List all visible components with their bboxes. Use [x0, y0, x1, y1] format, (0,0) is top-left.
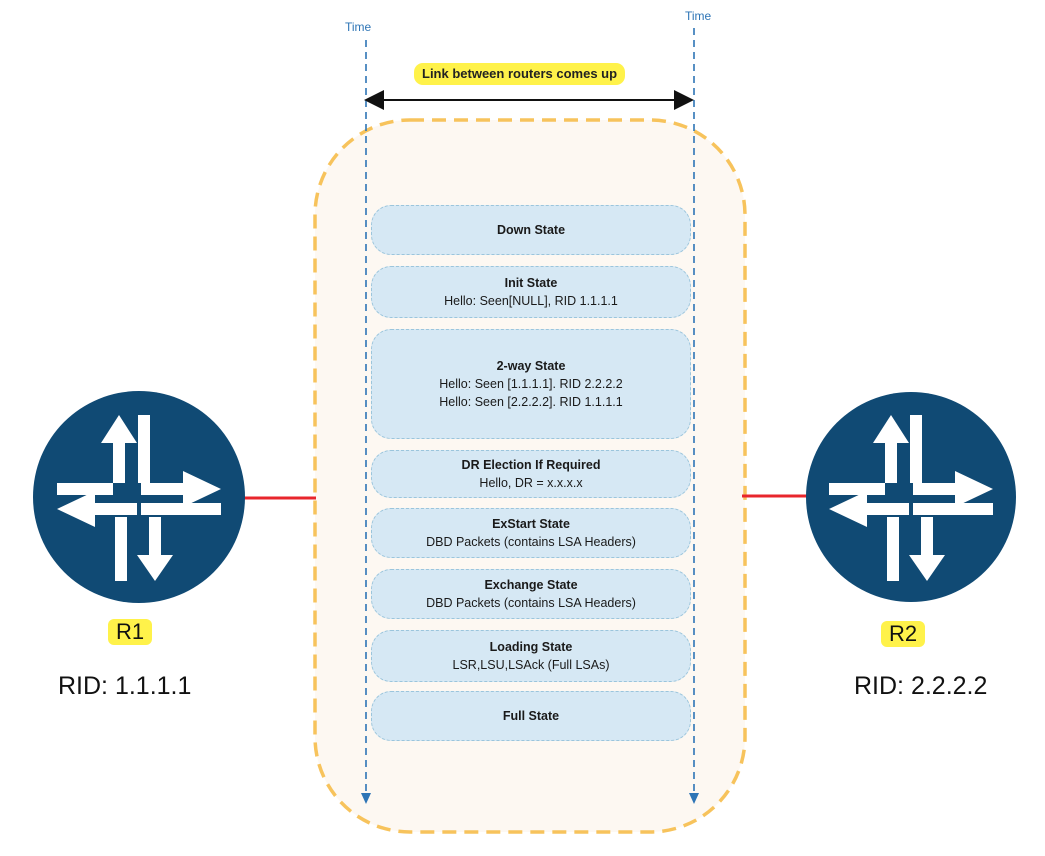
state-title: Init State [504, 276, 558, 290]
state-detail: DBD Packets (contains LSA Headers) [426, 596, 636, 610]
state-exchange: Exchange State DBD Packets (contains LSA… [371, 569, 691, 619]
router-r1-name: R1 [108, 619, 153, 645]
state-title: DR Election If Required [461, 458, 601, 472]
state-down: Down State [371, 205, 691, 255]
state-detail: Hello: Seen [1.1.1.1]. RID 2.2.2.2 [439, 377, 623, 391]
state-title: Loading State [489, 640, 573, 654]
state-2way: 2-way State Hello: Seen [1.1.1.1]. RID 2… [371, 329, 691, 439]
state-title: ExStart State [492, 517, 570, 531]
state-init: Init State Hello: Seen[NULL], RID 1.1.1.… [371, 266, 691, 318]
state-detail: Hello: Seen [2.2.2.2]. RID 1.1.1.1 [439, 395, 623, 409]
router-r2-name: R2 [881, 621, 926, 647]
router-r1-icon [33, 391, 245, 603]
time-label-right: Time [685, 9, 712, 23]
state-detail: LSR,LSU,LSAck (Full LSAs) [452, 658, 610, 672]
router-r2-rid: RID: 2.2.2.2 [854, 672, 988, 700]
state-dr-election: DR Election If Required Hello, DR = x.x.… [371, 450, 691, 498]
state-exstart: ExStart State DBD Packets (contains LSA … [371, 508, 691, 558]
time-label-left: Time [345, 20, 372, 34]
state-title: 2-way State [496, 359, 566, 373]
router-r2-icon [806, 392, 1016, 602]
timeline-left-arrowhead [361, 793, 371, 804]
state-title: Exchange State [484, 578, 578, 592]
state-detail: Hello, DR = x.x.x.x [479, 476, 583, 490]
link-up-banner: Link between routers comes up [414, 63, 626, 85]
state-title: Down State [496, 223, 566, 237]
state-title: Full State [502, 709, 560, 723]
state-detail: Hello: Seen[NULL], RID 1.1.1.1 [444, 294, 618, 308]
state-full: Full State [371, 691, 691, 741]
state-detail: DBD Packets (contains LSA Headers) [426, 535, 636, 549]
timeline-right-arrowhead [689, 793, 699, 804]
state-loading: Loading State LSR,LSU,LSAck (Full LSAs) [371, 630, 691, 682]
router-r1-rid: RID: 1.1.1.1 [58, 672, 192, 700]
